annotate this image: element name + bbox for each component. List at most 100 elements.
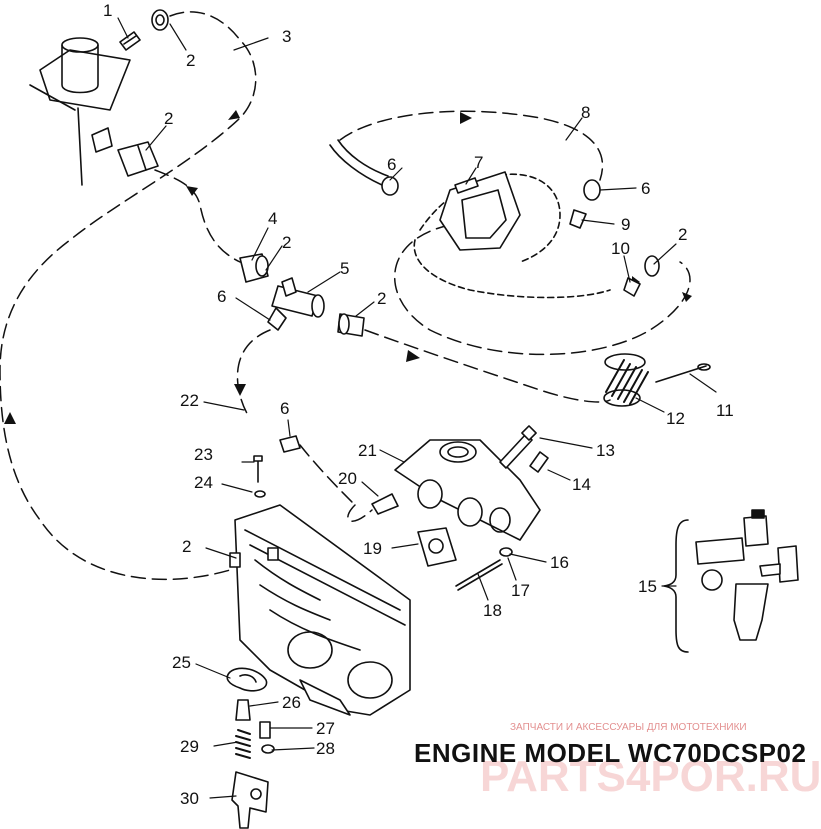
housing-30 (231, 771, 269, 829)
fitting-6-lower (279, 435, 301, 453)
callout-6: 6 (217, 287, 226, 306)
callout-16: 16 (550, 553, 569, 572)
housing-cap (61, 37, 99, 53)
arrow-right-2 (406, 350, 420, 362)
callout-2: 2 (186, 51, 195, 70)
clamp-2-centre (239, 253, 269, 283)
clamp-2-upper-right (644, 255, 660, 277)
fitting-20 (371, 493, 399, 515)
callout-2: 2 (164, 109, 173, 128)
kit-clip (701, 569, 723, 591)
washer-24 (254, 490, 266, 498)
callout-27: 27 (316, 719, 335, 738)
callout-26: 26 (282, 693, 301, 712)
hose-main (154, 169, 241, 263)
engine-model-title: ENGINE MODEL WC70DCSP02 (414, 738, 807, 768)
callout-15: 15 (638, 577, 657, 596)
callout-3: 3 (282, 27, 291, 46)
arrow-down-2 (234, 384, 246, 396)
head-outline (419, 173, 561, 263)
housing-base (39, 49, 131, 111)
hose-8 (339, 110, 604, 181)
thermostat-housing (29, 37, 131, 186)
callout-6: 6 (387, 155, 396, 174)
hose-6-left-2 (337, 139, 389, 177)
callout-9: 9 (621, 215, 630, 234)
callout-14: 14 (572, 475, 591, 494)
callout-17: 17 (511, 581, 530, 600)
callout-11: 11 (716, 401, 734, 420)
hose-6-drain (299, 444, 356, 506)
hose-routes (0, 11, 691, 581)
leader-lines (117, 17, 717, 799)
hose-3 (0, 11, 257, 581)
gasket-19 (417, 527, 457, 567)
arrow-up-right (228, 110, 240, 120)
washer-28 (261, 744, 275, 754)
washer-16 (499, 547, 513, 557)
callout-19: 19 (363, 539, 382, 558)
head-inner (461, 189, 507, 239)
parts-diagram: 1 2 3 2 8 6 7 6 9 4 2 10 2 5 6 2 22 6 12… (0, 1, 799, 829)
fitting-9 (569, 209, 587, 229)
tee-fitting-5 (267, 277, 325, 331)
hose-20-loop (347, 504, 373, 522)
callout-13: 13 (596, 441, 615, 460)
arrow-right-1 (460, 112, 472, 124)
axis-line (77, 107, 83, 186)
callout-23: 23 (194, 445, 213, 464)
callout-2: 2 (282, 233, 291, 252)
kit-cap (751, 509, 765, 519)
fitting-10 (623, 277, 641, 297)
hose-22 (236, 329, 271, 416)
callout-29: 29 (180, 737, 199, 756)
callout-12: 12 (666, 409, 685, 428)
hose-6-left (329, 144, 383, 186)
kit-elbow (733, 583, 769, 641)
bolt-13 (499, 425, 537, 469)
callout-2: 2 (377, 289, 386, 308)
hose-to-cylinder (364, 329, 611, 403)
callout-4: 4 (268, 209, 277, 228)
kit-stem (759, 563, 781, 577)
callout-6: 6 (280, 399, 289, 418)
callout-20: 20 (338, 469, 357, 488)
callout-7: 7 (474, 153, 483, 172)
head-assembly (329, 139, 611, 299)
callout-6: 6 (641, 179, 650, 198)
bolt-14 (529, 451, 549, 473)
callout-18: 18 (483, 601, 502, 620)
hose-clamp-left (91, 127, 159, 177)
head-lower (413, 239, 611, 299)
kit-pipe (695, 537, 745, 565)
callout-2: 2 (182, 537, 191, 556)
screw-23 (253, 455, 263, 483)
spring-29 (235, 729, 251, 759)
callout-25: 25 (172, 653, 191, 672)
kit-15 (663, 509, 799, 653)
callout-1: 1 (103, 1, 112, 20)
callout-5: 5 (340, 259, 349, 278)
fitting-6-left (381, 176, 399, 196)
axis-line-2 (29, 84, 76, 111)
screw-27 (259, 721, 271, 739)
hose-loop-right (394, 224, 691, 356)
callout-22: 22 (180, 391, 199, 410)
callout-30: 30 (180, 789, 199, 808)
kit-valve (743, 515, 769, 547)
callout-28: 28 (316, 739, 335, 758)
fitting-6-right (583, 179, 601, 201)
callout-2: 2 (678, 225, 687, 244)
clamp-2-right (337, 313, 365, 337)
watermark-caption: ЗАПЧАСТИ И АКСЕССУАРЫ ДЛЯ МОТОТЕХНИКИ (510, 722, 747, 733)
callout-24: 24 (194, 473, 213, 492)
fitting-1 (119, 31, 141, 51)
gasket-25 (226, 667, 268, 692)
arrow-up-left (4, 412, 16, 424)
callout-8: 8 (581, 103, 590, 122)
stud-18 (455, 559, 503, 591)
watermark-logo: PARTS4POR.RU (480, 752, 821, 801)
housing-body (61, 44, 99, 94)
arrow-up-right-2 (682, 292, 692, 302)
callout-numbers: 1 2 3 2 8 6 7 6 9 4 2 10 2 5 6 2 22 6 12… (103, 1, 734, 808)
